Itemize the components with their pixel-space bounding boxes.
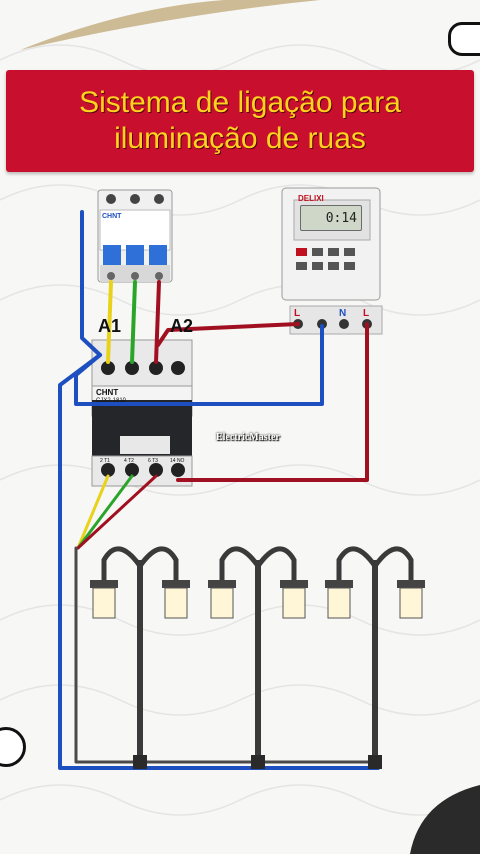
wire-red-out — [76, 474, 158, 550]
contactor — [91, 339, 193, 487]
wire-red-return — [176, 322, 369, 482]
wire-blue-lamps — [58, 353, 380, 770]
wire-red-a2 — [156, 322, 300, 347]
terminal-a1-label: A1 — [98, 316, 122, 336]
wire-yellow — [106, 280, 113, 364]
title-line-1: Sistema de ligação para — [79, 86, 401, 119]
wire-lamp-feed — [74, 546, 378, 764]
street-lamp-3 — [325, 546, 425, 769]
timer-brand: DELIXI — [298, 194, 324, 203]
terminal-a2-label: A2 — [170, 316, 194, 336]
wire-green — [130, 280, 137, 364]
timer-terminal-l1: L — [294, 308, 301, 319]
contactor-terminal-t3: 6 T3 — [148, 458, 158, 464]
title-banner: Sistema de ligação para iluminação de ru… — [6, 70, 474, 172]
wire-red — [154, 280, 161, 364]
wire-green-out — [76, 474, 134, 550]
contactor-brand: CHNT — [96, 388, 119, 397]
circuit-breaker — [97, 189, 173, 283]
street-lamp-1 — [90, 546, 190, 769]
decor-swoosh — [20, 0, 320, 50]
breaker-brand: CHNT — [102, 213, 122, 220]
contactor-terminal-t1: 2 T1 — [100, 458, 110, 464]
street-lamp-2 — [208, 546, 308, 769]
street-lamps — [90, 546, 425, 769]
contactor-terminal-t2: 4 T2 — [124, 458, 134, 464]
wire-blue-supply — [80, 210, 102, 357]
watermark: ElectricMaster — [216, 432, 280, 443]
top-right-decor — [448, 22, 480, 56]
decor-corner — [410, 785, 480, 854]
contactor-terminal-no: 14 NO — [170, 458, 185, 464]
contactor-model: CJX2-1810 — [96, 398, 127, 404]
title-line-2: iluminação de ruas — [114, 122, 366, 155]
timer-terminal-n: N — [339, 308, 347, 319]
timer-display: 0:14 — [300, 205, 362, 231]
timer-terminal-l2: L — [363, 308, 370, 319]
wire-yellow-out — [76, 474, 110, 550]
wires — [58, 210, 380, 770]
